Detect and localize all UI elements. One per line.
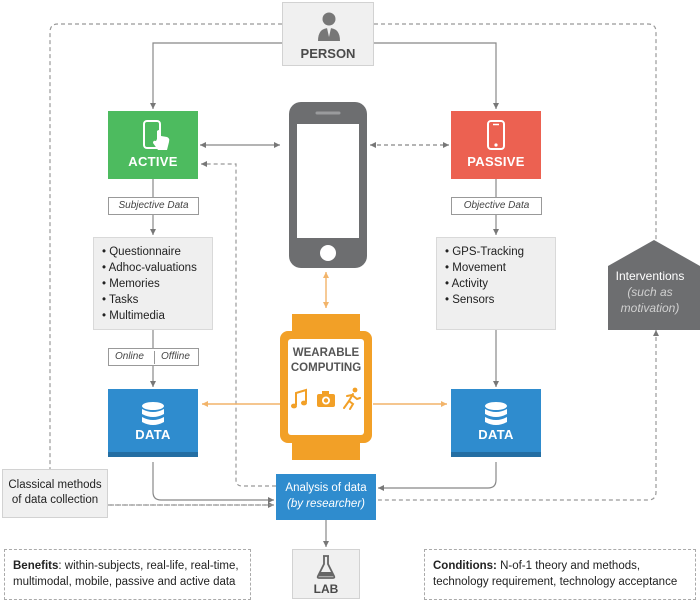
benefits-label: Benefits bbox=[13, 560, 59, 572]
data-node-left: DATA bbox=[108, 389, 198, 457]
analysis-line2: (by researcher) bbox=[287, 498, 365, 510]
lab-node: LAB bbox=[292, 549, 360, 599]
active-node: ACTIVE bbox=[108, 111, 198, 179]
list-item: GPS-Tracking bbox=[445, 244, 547, 260]
list-item: Movement bbox=[445, 260, 547, 276]
list-item: Sensors bbox=[445, 292, 547, 308]
active-label: ACTIVE bbox=[128, 154, 178, 169]
interventions-line1: Interventions bbox=[615, 269, 685, 283]
camera-icon bbox=[317, 391, 335, 407]
data-node-right: DATA bbox=[451, 389, 541, 457]
wearable-title-line1: WEARABLE bbox=[292, 347, 360, 359]
interventions-label: Interventions (such as motivation) bbox=[609, 268, 691, 316]
person-node: PERSON bbox=[282, 2, 374, 66]
music-icon bbox=[291, 388, 307, 409]
passive-label: PASSIVE bbox=[467, 154, 525, 169]
offline-label: Offline bbox=[161, 351, 190, 362]
phone-icon bbox=[487, 120, 505, 150]
passive-methods-list: GPS-Tracking Movement Activity Sensors bbox=[436, 237, 556, 330]
data-label-right: DATA bbox=[478, 427, 514, 442]
classical-line2: of data collection bbox=[11, 494, 99, 506]
analysis-node: Analysis of data (by researcher) bbox=[276, 474, 376, 520]
online-label: Online bbox=[115, 351, 144, 362]
list-item: Activity bbox=[445, 276, 547, 292]
benefits-text: : within-subjects, real-life, real-time,… bbox=[13, 560, 239, 588]
interventions-to-analysis bbox=[378, 330, 659, 501]
subjective-data-tag: Subjective Data bbox=[108, 197, 199, 215]
wearable-title: WEARABLE COMPUTING bbox=[280, 346, 372, 376]
flask-icon bbox=[316, 555, 336, 579]
classical-methods-node: Classical methods of data collection bbox=[2, 469, 108, 518]
person-icon bbox=[318, 12, 340, 41]
conditions-box: Conditions: N-of-1 theory and methods, t… bbox=[424, 549, 696, 600]
active-methods-list: Questionnaire Adhoc-valuations Memories … bbox=[93, 237, 213, 330]
database-icon bbox=[485, 402, 507, 425]
conditions-label: Conditions: bbox=[433, 560, 497, 572]
interventions-line2: (such as bbox=[627, 285, 673, 299]
analysis-line1: Analysis of data bbox=[285, 482, 367, 494]
list-item: Memories bbox=[102, 276, 204, 292]
objective-data-tag: Objective Data bbox=[451, 197, 542, 215]
lab-label: LAB bbox=[313, 582, 339, 596]
person-label: PERSON bbox=[300, 46, 356, 61]
divider bbox=[154, 351, 155, 364]
runner-icon bbox=[343, 387, 361, 410]
person-to-active-line bbox=[150, 42, 282, 109]
interventions-line3: motivation) bbox=[620, 301, 680, 315]
list-item: Multimedia bbox=[102, 308, 204, 324]
smartwatch-icon bbox=[280, 314, 372, 460]
analysis-to-active-dashed bbox=[201, 161, 276, 487]
wearable-title-line2: COMPUTING bbox=[290, 362, 362, 374]
smartphone-icon bbox=[289, 102, 367, 268]
list-item: Questionnaire bbox=[102, 244, 204, 260]
list-item: Tasks bbox=[102, 292, 204, 308]
interventions-shape bbox=[608, 240, 700, 330]
database-icon bbox=[142, 402, 164, 425]
classical-line1: Classical methods bbox=[8, 479, 102, 491]
outer-dashed-loop bbox=[49, 23, 282, 508]
passive-node: PASSIVE bbox=[451, 111, 541, 179]
data-label-left: DATA bbox=[135, 427, 171, 442]
list-item: Adhoc-valuations bbox=[102, 260, 204, 276]
online-offline-tag: Online Offline bbox=[108, 348, 199, 366]
benefits-box: Benefits: within-subjects, real-life, re… bbox=[4, 549, 251, 600]
conditions-text: N-of-1 theory and methods, technology re… bbox=[433, 560, 678, 588]
phone-touch-icon bbox=[143, 120, 170, 150]
person-to-passive-line bbox=[374, 42, 499, 109]
outer-dashed-right bbox=[374, 23, 657, 240]
